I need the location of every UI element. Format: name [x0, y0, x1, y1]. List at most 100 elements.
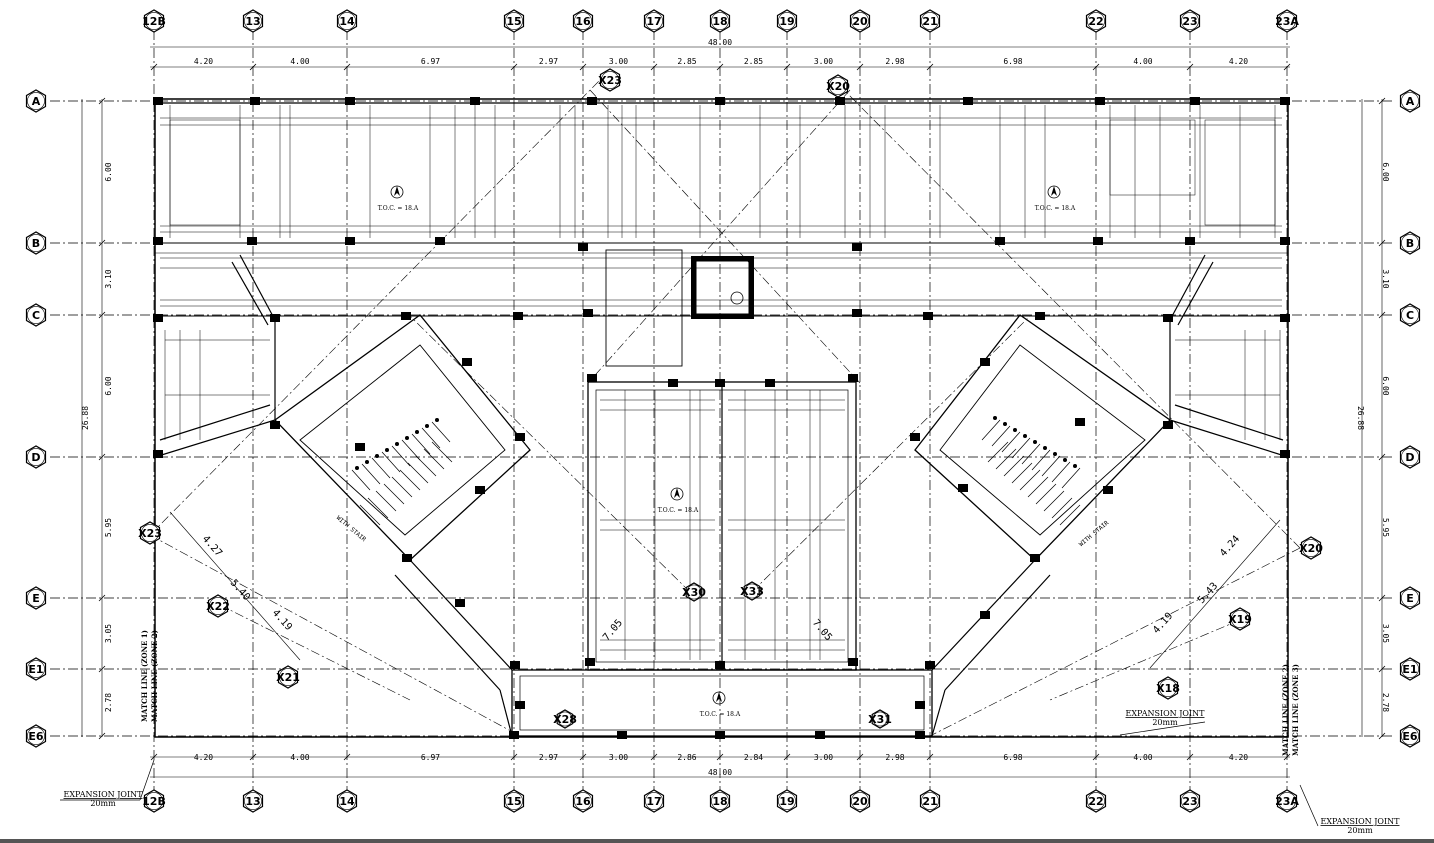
column	[1280, 237, 1290, 245]
stair-tread	[1021, 443, 1041, 465]
bubble-inner	[244, 792, 262, 810]
stair-tread	[1061, 467, 1081, 489]
bubble-label: X22	[206, 600, 230, 613]
column	[345, 237, 355, 245]
bubble-outline	[919, 9, 941, 33]
column	[475, 486, 485, 494]
leader	[1119, 721, 1206, 736]
column	[250, 97, 260, 105]
match-line-label: MATCH LINE (ZONE 3)	[1291, 664, 1300, 756]
bubble-label: B	[1406, 237, 1414, 250]
stair-dot	[435, 418, 439, 422]
grid-bubble-top-23A: 23A	[1275, 9, 1299, 33]
column	[402, 554, 412, 562]
dim-left: 2.78	[104, 693, 113, 712]
bubble-outline	[1276, 789, 1298, 813]
room-outline	[1109, 119, 1196, 196]
dim-left: 5.95	[104, 518, 113, 537]
bubble-outline	[556, 709, 574, 729]
dim-top: 2.85	[677, 57, 696, 66]
bubble-label: X33	[740, 585, 764, 598]
dim-top: 4.20	[1229, 57, 1248, 66]
tick	[926, 753, 934, 761]
bubble-outline	[1300, 536, 1322, 560]
stair-tread	[371, 457, 391, 479]
dim-top: 4.00	[1133, 57, 1152, 66]
wall-outline	[154, 98, 1289, 738]
bubble-label: 22	[1088, 15, 1103, 28]
bubble-outline	[1276, 9, 1298, 33]
bubble-label: B	[32, 237, 40, 250]
stair-tread	[1051, 497, 1073, 519]
tick	[98, 453, 106, 461]
tick	[343, 63, 351, 71]
tick	[1378, 665, 1386, 673]
dim-right: 2.78	[1381, 693, 1390, 712]
stair-tread	[981, 419, 1001, 441]
diag-bubble-x18: X18	[1156, 676, 1180, 700]
column	[925, 661, 935, 669]
stair-tread	[431, 421, 451, 443]
stair-tread	[399, 469, 421, 491]
grid-bubble-bottom-21: 21	[919, 789, 941, 813]
bubble-outline	[242, 789, 264, 813]
stair-tread	[361, 463, 381, 485]
lift-mark	[730, 291, 744, 305]
tick	[98, 239, 106, 247]
bubble-label: C	[1406, 309, 1414, 322]
bubble-outline	[776, 9, 798, 33]
bubble-outline	[143, 9, 165, 33]
diag-bubble-x22: X22	[206, 594, 230, 618]
bubble-outline	[849, 9, 871, 33]
column	[765, 379, 775, 387]
column	[852, 243, 862, 251]
stair-tread	[383, 483, 405, 505]
bubble-inner	[1159, 679, 1177, 697]
bubble-label: 23	[1182, 795, 1197, 808]
toc-label: T.O.C. = 18.A	[378, 205, 419, 212]
bubble-outline	[1085, 789, 1107, 813]
grid-bubble-bottom-23: 23	[1179, 789, 1201, 813]
grid-bubble-right-E6: E6	[1399, 724, 1421, 748]
grid-bubble-top-23: 23	[1179, 9, 1201, 33]
tick	[856, 753, 864, 761]
bubble-outline	[207, 594, 229, 618]
bubble-inner	[505, 12, 523, 30]
bubble-outline	[503, 789, 525, 813]
column	[715, 97, 725, 105]
tick	[249, 63, 257, 71]
diag-dim: 7.05	[601, 618, 625, 644]
column	[848, 374, 858, 382]
bubble-label: 19	[779, 15, 794, 28]
column	[153, 97, 163, 105]
bubble-outline	[685, 582, 703, 602]
bubble-outline	[25, 303, 47, 327]
column	[462, 358, 472, 366]
bubble-label: X31	[868, 713, 892, 726]
tick	[856, 63, 864, 71]
bubble-label: 20	[852, 15, 868, 28]
stair-tread	[1031, 449, 1051, 471]
north-arrow-head	[1051, 186, 1057, 196]
grid-bubble-bottom-15: 15	[503, 789, 525, 813]
bubble-inner	[557, 711, 573, 727]
bubble-outline	[25, 89, 47, 113]
expansion-label: EXPANSION JOINT	[1126, 709, 1206, 718]
bubble-inner	[209, 597, 227, 615]
bubble-outline	[643, 9, 665, 33]
bubble-inner	[829, 77, 847, 95]
stair-dot	[365, 460, 369, 464]
bubble-label: 21	[922, 15, 937, 28]
stair-dot	[385, 448, 389, 452]
stair-tread	[1027, 476, 1049, 498]
bubble-outline	[572, 9, 594, 33]
bubble-inner	[574, 12, 592, 30]
leader	[1299, 784, 1319, 827]
grid-bubble-top-18: 18	[709, 9, 731, 33]
bottom-scrollbar[interactable]	[0, 839, 1434, 843]
bubble-inner	[574, 792, 592, 810]
column	[1163, 421, 1173, 429]
column	[958, 484, 968, 492]
stair-tread	[375, 490, 397, 512]
grid-bubble-top-14: 14	[336, 9, 358, 33]
